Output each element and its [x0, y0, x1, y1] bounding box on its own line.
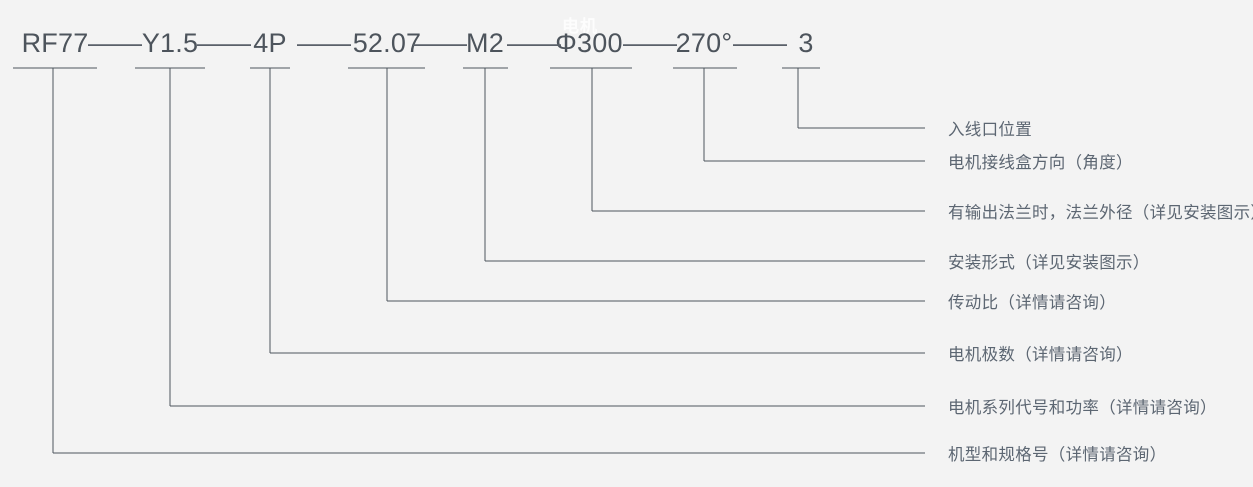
code-separator-6: —— — [623, 28, 677, 58]
drop-lines — [52, 68, 799, 453]
code-segment-1: RF77 — [21, 28, 89, 58]
leader-label-2: 电机接线盒方向（角度） — [948, 154, 1133, 172]
code-separator-3: —— — [297, 28, 351, 58]
leader-label-8: 机型和规格号（详情请咨询） — [948, 446, 1167, 464]
code-separator-2: —— — [197, 28, 251, 58]
leader-label-1: 入线口位置 — [948, 121, 1032, 139]
code-separator-1: —— — [88, 28, 142, 58]
leader-label-3: 有输出法兰时，法兰外径（详见安装图示） — [948, 204, 1253, 222]
code-separator-7: —— — [733, 28, 787, 58]
horizontal-leader-lines — [53, 127, 925, 454]
code-segment-7: 270° — [675, 28, 733, 58]
code-segment-2: Y1.5 — [141, 28, 199, 58]
leader-label-6: 电机极数（详情请咨询） — [948, 346, 1133, 364]
watermark-text: 电机 — [562, 17, 598, 36]
leader-label-4: 安装形式（详见安装图示） — [948, 254, 1150, 272]
leader-label-7: 电机系列代号和功率（详情请咨询） — [948, 399, 1217, 417]
code-separator-5: —— — [507, 28, 561, 58]
code-segment-5: M2 — [466, 28, 504, 58]
code-separator-4: —— — [413, 28, 467, 58]
leader-label-5: 传动比（详情请咨询） — [948, 294, 1116, 312]
code-segment-3: 4P — [253, 28, 287, 58]
code-segment-4: 52.07 — [352, 28, 422, 58]
code-segment-8: 3 — [798, 28, 814, 58]
